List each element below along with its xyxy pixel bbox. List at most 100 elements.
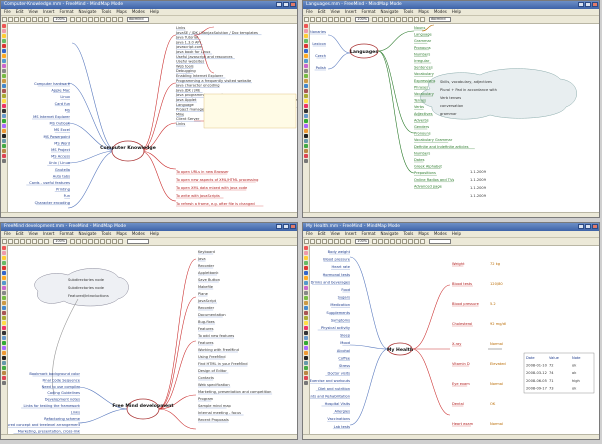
cut-icon[interactable]: [20, 17, 25, 22]
menu-tools[interactable]: Tools: [101, 9, 112, 14]
wizard-icon[interactable]: [304, 124, 308, 128]
mindmap-node[interactable]: Links: [176, 26, 185, 30]
find-input[interactable]: [428, 239, 451, 244]
mindmap-node[interactable]: Java programming a good: [175, 93, 223, 97]
mindmap-node[interactable]: Doctor visits: [328, 372, 351, 376]
bell-icon[interactable]: [304, 64, 308, 68]
mindmap-node[interactable]: Allergies: [335, 410, 351, 414]
mindmap-node[interactable]: MS Internet Explorer: [33, 115, 70, 119]
mindmap-node[interactable]: MS Word: [54, 141, 70, 145]
mindmap-node[interactable]: Greek Alphabet: [414, 165, 443, 169]
color-icon[interactable]: [401, 239, 407, 244]
music-icon[interactable]: [2, 336, 6, 340]
mindmap-node[interactable]: Links for testing the framework: [24, 404, 81, 408]
clock-icon[interactable]: [304, 69, 308, 73]
phone-icon[interactable]: [304, 89, 308, 93]
list-icon[interactable]: [304, 139, 308, 143]
mindmap-node[interactable]: Programming a frequently visited website: [176, 79, 252, 83]
mindmap-node[interactable]: Hormonal tests: [323, 273, 351, 277]
menu-insert[interactable]: Insert: [344, 9, 357, 14]
find-input[interactable]: docmind: [126, 17, 149, 22]
mindmap-node[interactable]: Prepositions: [414, 171, 436, 175]
cloud-icon[interactable]: [407, 17, 413, 22]
font-icon[interactable]: [81, 17, 87, 22]
menu-format[interactable]: Format: [361, 9, 376, 14]
mindmap-node[interactable]: Polish: [316, 66, 326, 70]
cloud-node[interactable]: Featured/Introductions: [68, 294, 109, 298]
mail-icon[interactable]: [2, 84, 6, 88]
bookmark-icon[interactable]: [2, 351, 6, 355]
mindmap-node[interactable]: Keyboard: [198, 250, 215, 254]
idea-icon[interactable]: [2, 24, 6, 28]
info-icon[interactable]: [304, 59, 308, 63]
ok-icon[interactable]: [304, 261, 308, 265]
save-icon[interactable]: [14, 17, 19, 22]
pin-icon[interactable]: [304, 154, 308, 158]
key-icon[interactable]: [304, 94, 308, 98]
mindmap-node[interactable]: Enabling Internet Explorer: [176, 74, 224, 78]
window-titlebar[interactable]: My Health.mm - FreeMind - MindMap Mode: [303, 223, 599, 231]
heart-icon[interactable]: [304, 326, 308, 330]
mindmap-node[interactable]: Card fun: [55, 102, 70, 106]
zoom-select[interactable]: 100%: [355, 17, 370, 22]
mindmap-node[interactable]: To write with JavaScripts: [175, 194, 220, 198]
mindmap-node[interactable]: Appletbank: [198, 271, 219, 275]
value-node[interactable]: 72 kg: [490, 262, 500, 266]
mindmap-node[interactable]: Auto tabs: [53, 174, 70, 178]
help-icon[interactable]: [304, 29, 308, 33]
mindmap-node[interactable]: Vocabulary Grammar: [414, 138, 453, 142]
mindmap-node[interactable]: Heart exam: [452, 422, 474, 426]
mindmap-node[interactable]: Dictionaries: [310, 30, 326, 34]
find-input[interactable]: docmind: [428, 17, 451, 22]
mindmap-node[interactable]: Contacts: [198, 376, 214, 380]
stop-icon[interactable]: [2, 44, 6, 48]
menu-help[interactable]: Help: [451, 9, 461, 14]
mindmap-node[interactable]: Genders: [414, 125, 429, 129]
star-icon[interactable]: [2, 276, 6, 280]
menu-insert[interactable]: Insert: [344, 231, 357, 236]
date-node[interactable]: 1.1.2009: [470, 194, 487, 198]
mindmap-node[interactable]: Tenses: [413, 99, 426, 103]
close-button[interactable]: [592, 224, 598, 229]
attach-icon[interactable]: [2, 381, 6, 385]
paste-icon[interactable]: [32, 17, 37, 22]
new-map-icon[interactable]: [304, 239, 309, 244]
window-titlebar[interactable]: Computer-Knowledge.mm - FreeMind - MindM…: [1, 1, 297, 9]
mindmap-node[interactable]: Recorder: [198, 264, 215, 268]
cloud-icon[interactable]: [105, 239, 111, 244]
node-icon[interactable]: [117, 239, 123, 244]
mindmap-node[interactable]: Pronouns: [414, 46, 431, 50]
mindmap-node[interactable]: Debugging: [176, 69, 196, 73]
mindmap-node[interactable]: Makefile: [198, 285, 214, 289]
bomb-icon[interactable]: [2, 109, 6, 113]
menu-modes[interactable]: Modes: [131, 9, 145, 14]
menu-help[interactable]: Help: [149, 9, 159, 14]
smiley-icon[interactable]: [2, 99, 6, 103]
music-icon[interactable]: [2, 114, 6, 118]
mindmap-node[interactable]: Recent Proposals: [198, 418, 229, 422]
wizard-icon[interactable]: [2, 346, 6, 350]
music-icon[interactable]: [304, 114, 308, 118]
mindmap-node[interactable]: Alcohol: [337, 349, 350, 353]
help-icon[interactable]: [2, 29, 6, 33]
save-icon[interactable]: [316, 17, 321, 22]
mindmap-node[interactable]: Coding Guidelines: [47, 391, 80, 395]
idea-icon[interactable]: [2, 246, 6, 250]
copy-icon[interactable]: [26, 17, 31, 22]
color-icon[interactable]: [401, 17, 407, 22]
mindmap-node[interactable]: To open URLs in new Browser: [175, 170, 229, 174]
ok-icon[interactable]: [304, 39, 308, 43]
list-icon[interactable]: [2, 361, 6, 365]
value-node[interactable]: 5.2: [490, 302, 496, 306]
mindmap-node[interactable]: To refresh a frame, e.g. after file is c…: [175, 202, 255, 206]
attach-icon[interactable]: [304, 159, 308, 163]
mindmap-node[interactable]: Heart rate: [332, 265, 351, 269]
menu-file[interactable]: File: [306, 231, 313, 236]
mindmap-node[interactable]: Phrases: [414, 85, 428, 89]
maximize-button[interactable]: [585, 224, 591, 229]
paste-icon[interactable]: [334, 17, 339, 22]
bookmark-icon[interactable]: [304, 129, 308, 133]
close-button[interactable]: [290, 224, 296, 229]
value-node[interactable]: Normal: [490, 342, 503, 346]
